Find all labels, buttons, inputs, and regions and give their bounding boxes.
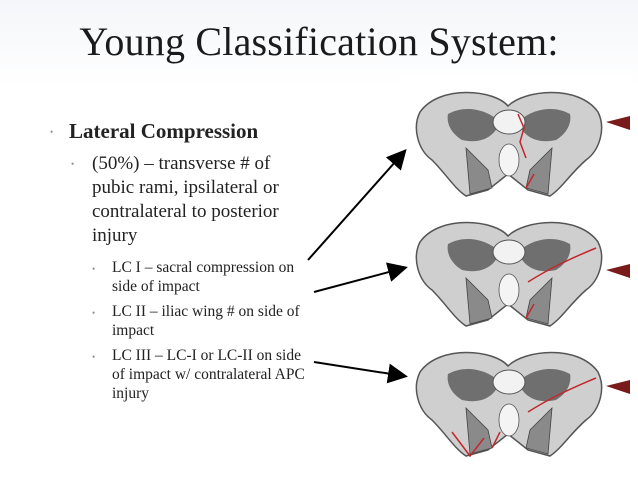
pelvis-lc-ii-image <box>415 221 630 327</box>
pelvis-lc-i-image <box>415 91 630 197</box>
impact-arrow-icon <box>606 264 630 278</box>
pelvis-diagrams <box>415 91 630 458</box>
bullet-lc-i: LC I – sacral compression on side of imp… <box>112 259 295 295</box>
arrow-to-lc-ii-icon <box>313 262 408 293</box>
slide-title: Young Classification System: <box>79 19 559 64</box>
bullet-marker-icon: • <box>50 127 54 137</box>
bullet-marker-icon: • <box>92 308 96 318</box>
bullet-percent-description: (50%) – transverse # of pubic rami, ipsi… <box>92 153 279 246</box>
pelvis-diagram-panel <box>400 78 632 464</box>
bullet-lc-ii: LC II – iliac wing # on side of impact <box>112 303 300 339</box>
bullet-marker-icon: • <box>92 264 96 274</box>
bullet-marker-icon: • <box>71 159 75 169</box>
arrow-to-lc-iii-icon <box>313 361 408 384</box>
bullet-lateral-compression: Lateral Compression <box>69 119 259 143</box>
impact-arrow-icon <box>606 116 630 130</box>
arrow-to-lc-i-icon <box>307 149 407 261</box>
bullet-marker-icon: • <box>92 352 96 362</box>
bullet-lc-iii: LC III – LC-I or LC-II on side of impact… <box>112 347 305 402</box>
impact-arrow-icon <box>606 380 630 394</box>
pelvis-lc-iii-image <box>415 351 630 458</box>
